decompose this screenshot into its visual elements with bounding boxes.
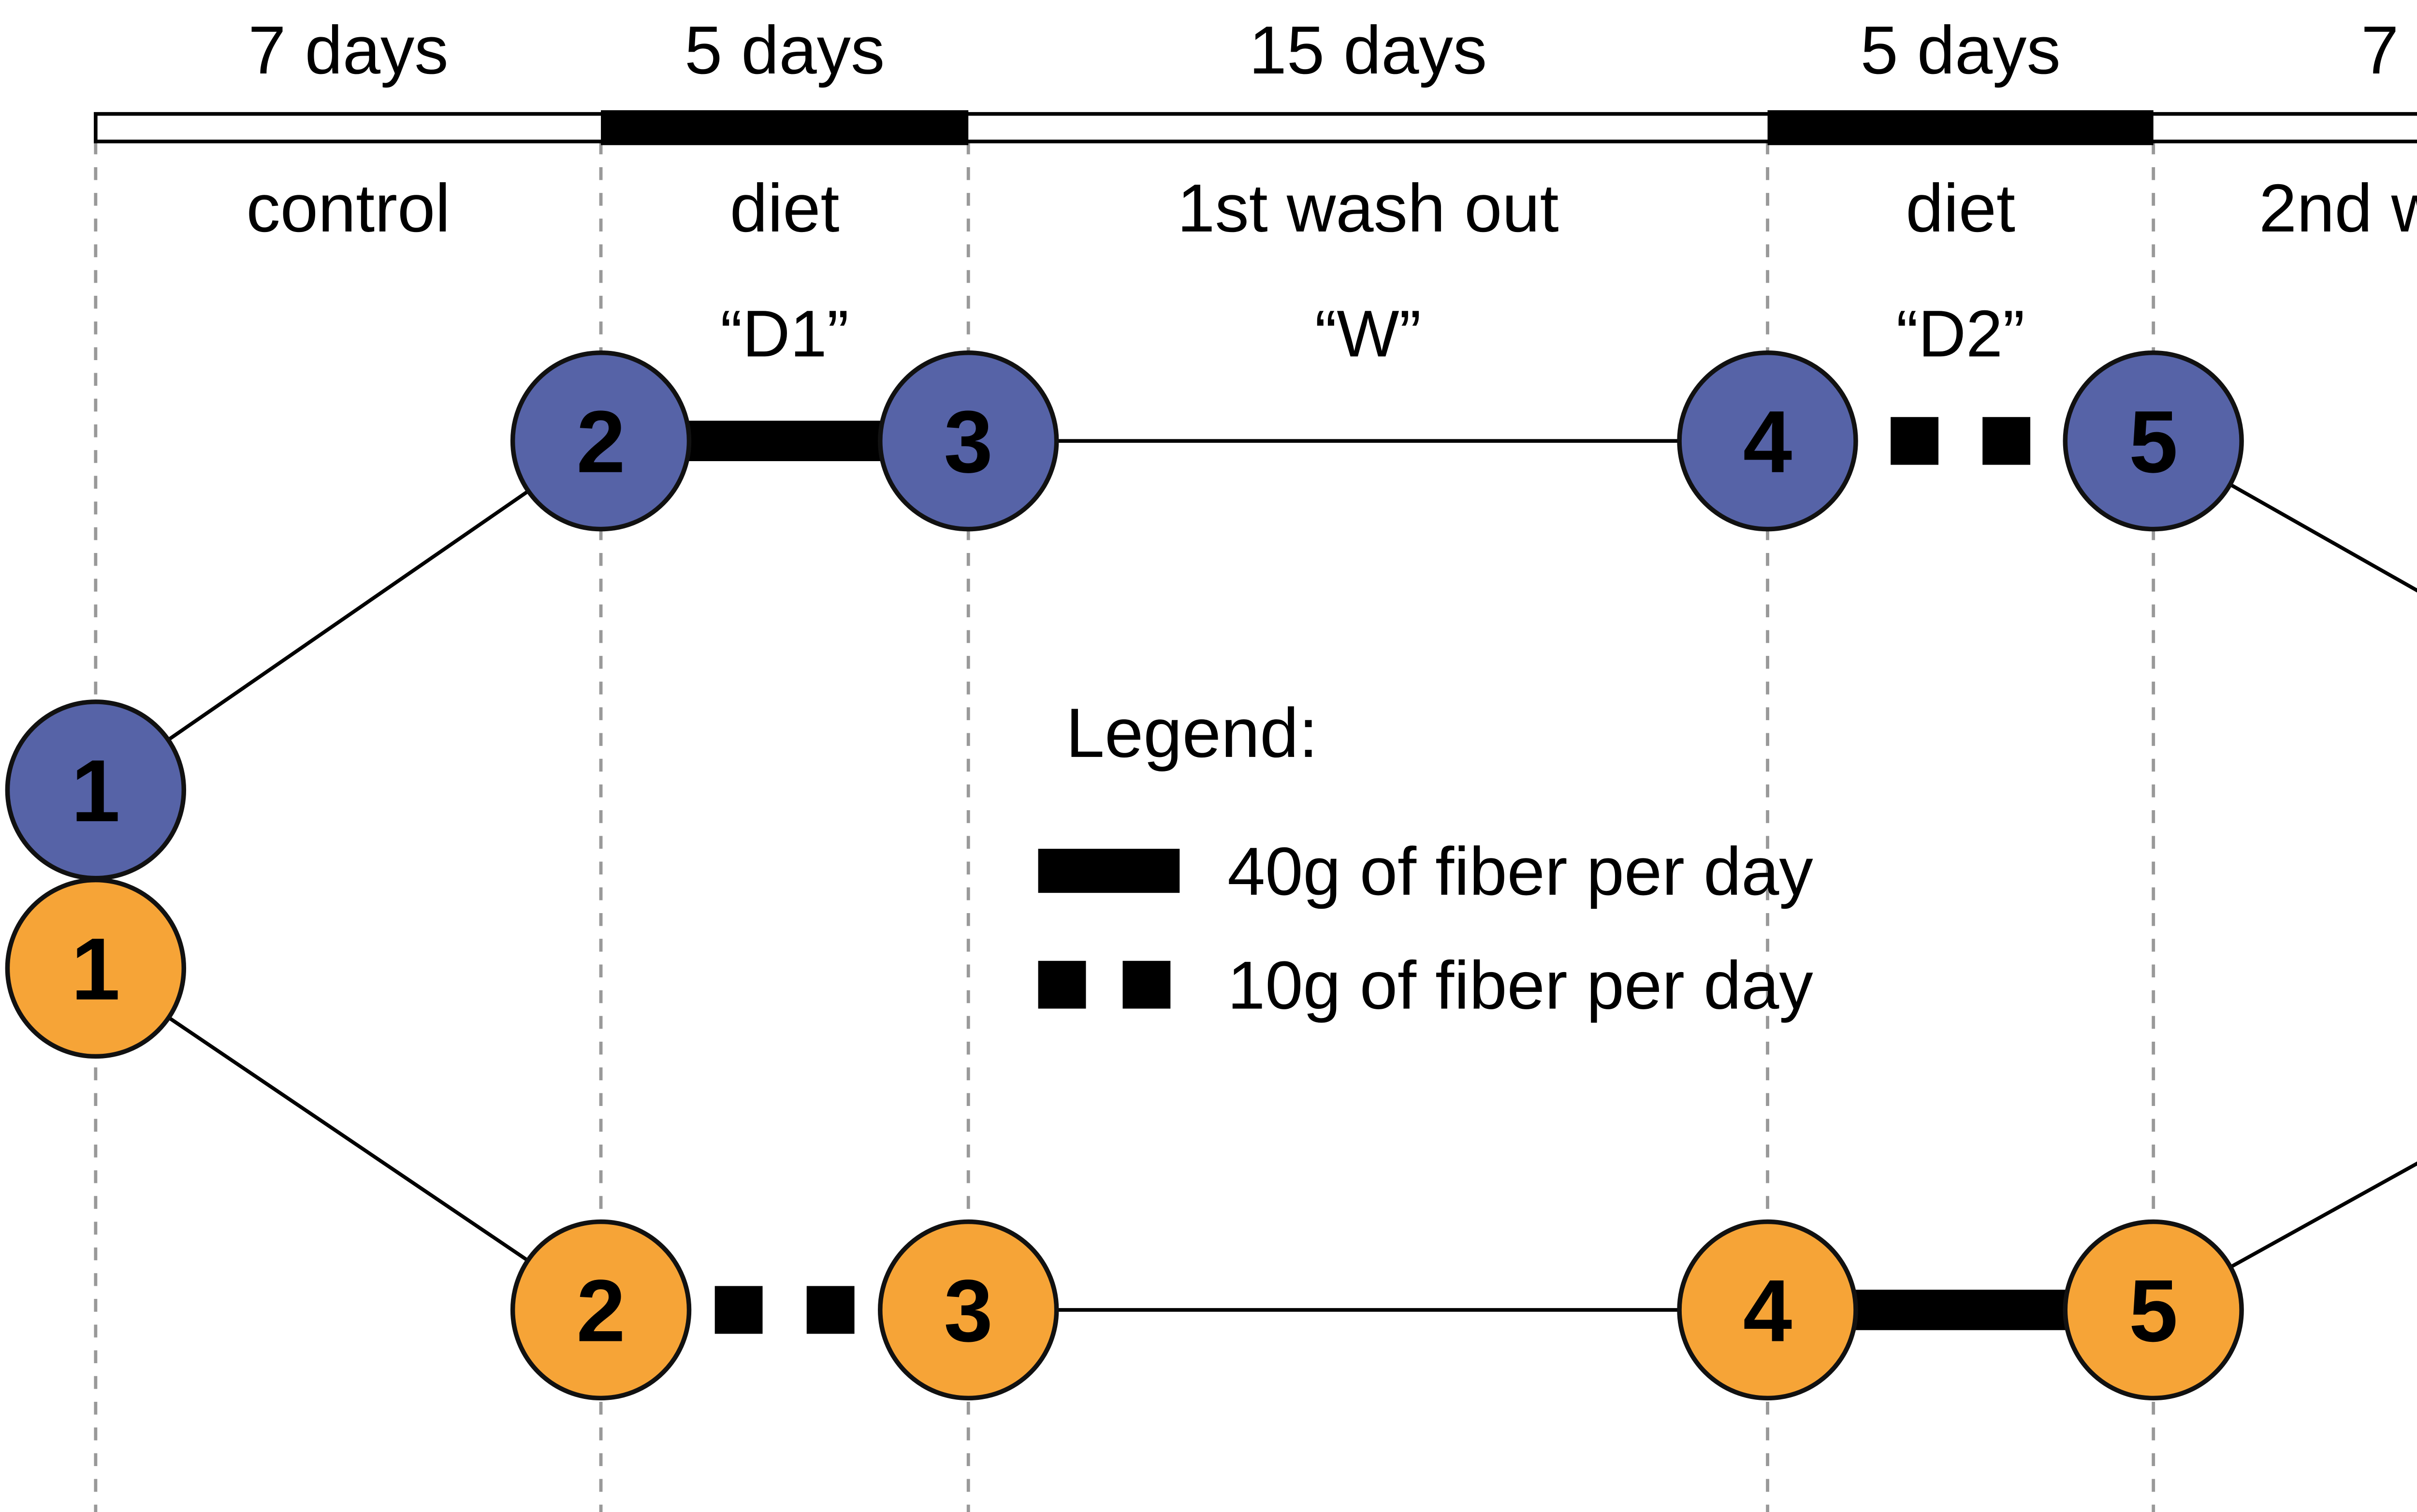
orange-study-node-5	[2063, 1219, 2244, 1401]
phase-duration-label: 7 days	[248, 12, 448, 88]
blue-edge-thin	[94, 439, 602, 792]
legend-item-label: 40g of fiber per day	[1227, 833, 1813, 909]
phase-duration-label: 5 days	[684, 12, 885, 88]
orange-study-node-4	[1677, 1219, 1858, 1401]
node-label: 4	[1743, 393, 1792, 491]
node-label: 5	[2129, 393, 2178, 491]
blue-study-node-2	[510, 350, 692, 532]
blue-study-node-4	[1677, 350, 1858, 532]
timeline-bar-diet-segment	[1767, 110, 2154, 145]
orange-edge-10g-square	[806, 1286, 855, 1334]
legend-swatch-40g	[1038, 848, 1180, 893]
node-label: 1	[71, 741, 120, 840]
phase-name-label: diet	[1906, 170, 2015, 246]
blue-edge-10g-square	[1982, 417, 2031, 465]
node-label: 4	[1743, 1262, 1792, 1360]
orange-study-node-3	[878, 1219, 1059, 1401]
node-label: 5	[2129, 1262, 2178, 1360]
phase-duration-label: 15 days	[1249, 12, 1487, 88]
phase-code-label: “D1”	[720, 296, 849, 370]
orange-study-node-2	[510, 1219, 692, 1401]
legend-item-label: 10g of fiber per day	[1227, 947, 1813, 1023]
legend-swatch-10g	[1038, 960, 1086, 1009]
phase-duration-label: 5 days	[1860, 12, 2060, 88]
phase-name-label: 2nd wash out	[2259, 170, 2417, 246]
phase-code-label: “D2”	[1896, 296, 2025, 370]
blue-edge-thin	[2152, 439, 2417, 593]
orange-edge-thin	[2152, 1161, 2417, 1312]
orange-edge-thin	[94, 966, 602, 1312]
legend-swatch-10g	[1122, 960, 1171, 1009]
node-label: 2	[576, 393, 625, 491]
node-label: 2	[576, 1262, 625, 1360]
legend-title: Legend:	[1066, 694, 1318, 772]
blue-study-node-3	[878, 350, 1059, 532]
phase-name-label: diet	[730, 170, 840, 246]
phase-name-label: 1st wash out	[1177, 170, 1558, 246]
orange-study-node-1	[5, 877, 187, 1059]
phase-duration-label: 7 days	[2361, 12, 2417, 88]
node-label: 3	[944, 1262, 992, 1360]
timeline-bar-diet-segment	[601, 110, 969, 145]
phase-name-label: control	[246, 170, 450, 246]
orange-edge-10g-square	[714, 1286, 763, 1334]
phase-code-label: “W”	[1315, 296, 1421, 370]
blue-study-node-5	[2063, 350, 2244, 532]
node-label: 3	[944, 393, 992, 491]
blue-edge-10g-square	[1891, 417, 1938, 465]
node-label: 1	[71, 920, 120, 1018]
